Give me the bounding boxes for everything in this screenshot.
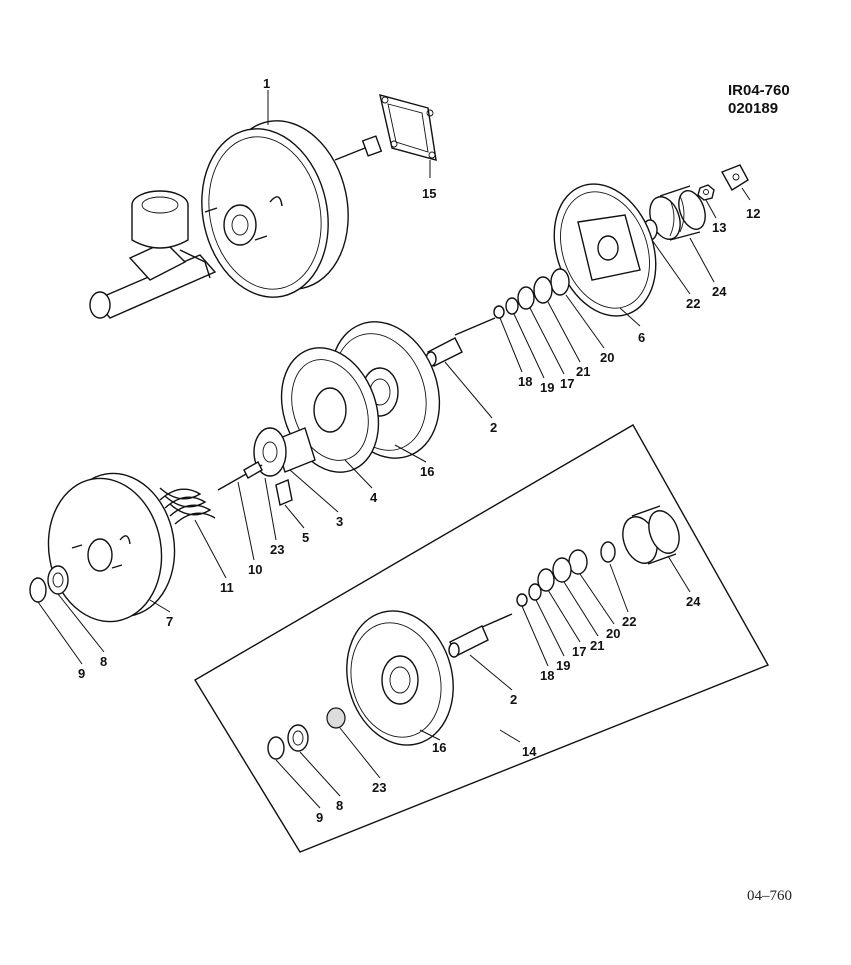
callout-23-top: 23: [270, 542, 284, 557]
ring-22-bottom: [600, 541, 616, 563]
callout-20-top: 20: [600, 350, 614, 365]
valve-rod-2-bottom: [448, 613, 513, 658]
header-code-2: 020189: [728, 100, 778, 117]
callout-8-top: 8: [100, 654, 107, 669]
nut-13: [697, 184, 715, 201]
callout-3: 3: [336, 514, 343, 529]
callout-21-top: 21: [576, 364, 590, 379]
rings-top: [493, 268, 570, 319]
seal-8-top: [47, 565, 69, 595]
callout-21-bottom: 21: [590, 638, 604, 653]
gasket-15: [379, 94, 437, 161]
callout-16-bottom: 16: [432, 740, 446, 755]
callout-14: 14: [522, 744, 537, 759]
callout-22-top: 22: [686, 296, 700, 311]
callout-20-bottom: 20: [606, 626, 620, 641]
diaphragm-16-bottom: [346, 610, 454, 746]
figure-reference: 04–760: [747, 888, 792, 904]
rod-10: [217, 461, 263, 491]
retainer-9-top: [29, 577, 47, 603]
callout-24-top: 24: [712, 284, 727, 299]
callout-7: 7: [166, 614, 173, 629]
callout-24-bottom: 24: [686, 594, 701, 609]
callout-4: 4: [370, 490, 378, 505]
spring-11: [159, 487, 216, 525]
callout-18-bottom: 18: [540, 668, 554, 683]
callout-5: 5: [302, 530, 309, 545]
callout-19-top: 19: [540, 380, 554, 395]
callout-2-top: 2: [490, 420, 497, 435]
callout-9-top: 9: [78, 666, 85, 681]
retainer-9-bottom: [267, 736, 285, 760]
yoke-12: [720, 164, 749, 191]
callout-17-top: 17: [560, 376, 574, 391]
callout-11: 11: [220, 580, 234, 595]
rear-shell-7: [47, 472, 176, 623]
callout-16-top: 16: [420, 464, 434, 479]
callout-22-bottom: 22: [622, 614, 636, 629]
callout-1: 1: [263, 76, 270, 91]
callout-23-bottom: 23: [372, 780, 386, 795]
callout-10: 10: [248, 562, 262, 577]
callout-15: 15: [422, 186, 436, 201]
kit-outline-14: [194, 424, 770, 853]
callout-18-top: 18: [518, 374, 532, 389]
callout-9-bottom: 9: [316, 810, 323, 825]
callout-13: 13: [712, 220, 726, 235]
piston-3: [253, 427, 316, 477]
callout-labels: 1 15 12 13 24 22 6 20 21 17 19 18 2 16 4…: [78, 76, 760, 825]
booster-assembly: [89, 120, 383, 319]
header-code-1: IR04-760: [728, 82, 790, 99]
rings-bottom: [516, 549, 588, 607]
valve-rod-2-top: [425, 317, 496, 367]
reaction-disc-23-bottom: [326, 707, 346, 729]
front-shell-6: [553, 183, 657, 317]
callout-2-bottom: 2: [510, 692, 517, 707]
seal-8-bottom: [287, 724, 309, 752]
callout-8-bottom: 8: [336, 798, 343, 813]
boot-24-bottom: [622, 505, 680, 565]
callout-6: 6: [638, 330, 645, 345]
callout-17-bottom: 17: [572, 644, 586, 659]
callout-12: 12: [746, 206, 760, 221]
callout-19-bottom: 19: [556, 658, 570, 673]
key-5: [275, 479, 293, 506]
leader-lines: [37, 90, 751, 809]
